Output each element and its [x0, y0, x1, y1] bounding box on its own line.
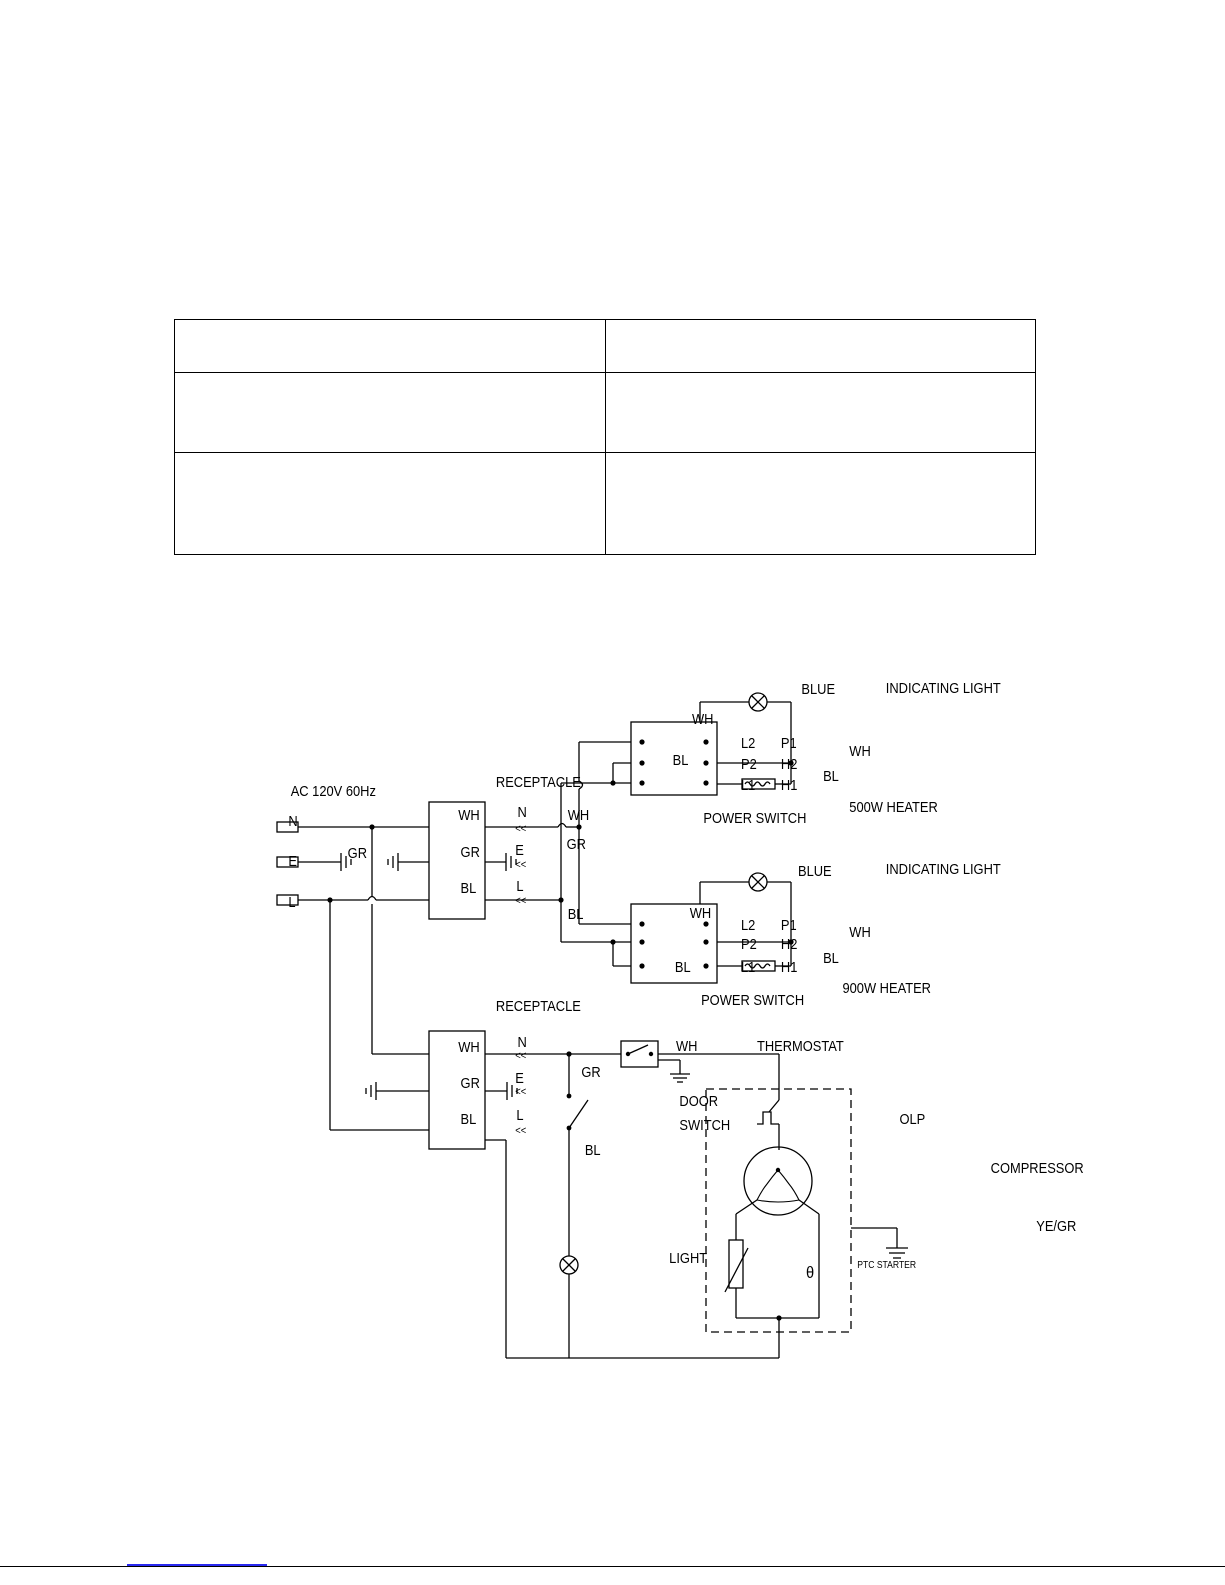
receptacle-lower-label: RECEPTACLE	[496, 997, 581, 1014]
ye-gr-label: YE/GR	[1036, 1217, 1076, 1234]
svg-text:GR: GR	[461, 1074, 480, 1091]
svg-text:BL: BL	[823, 949, 839, 966]
motor-icon	[735, 1146, 820, 1319]
svg-text:WH: WH	[849, 923, 870, 940]
svg-text:BL: BL	[823, 767, 839, 784]
svg-text:BLUE: BLUE	[798, 862, 832, 879]
main-wires	[298, 826, 429, 1131]
footer-rule	[0, 1566, 1225, 1567]
power-switch-upper: L2 P2 L1 P1 H2 H1	[630, 721, 798, 796]
svg-text:L: L	[516, 1106, 523, 1123]
control-wires	[485, 1053, 780, 1359]
power-switch-lower-label: POWER SWITCH	[701, 991, 804, 1008]
svg-text:GR: GR	[581, 1063, 600, 1080]
compressor-label: COMPRESSOR	[991, 1159, 1084, 1176]
svg-text:N: N	[518, 1033, 527, 1050]
ground-icon	[365, 1082, 429, 1100]
terminal-e-label: E	[288, 852, 297, 869]
svg-text:WH: WH	[849, 742, 870, 759]
svg-text:<<: <<	[515, 1050, 526, 1062]
light-bulb-icon	[559, 1255, 579, 1275]
svg-text:N: N	[518, 803, 527, 820]
svg-text:BL: BL	[461, 879, 477, 896]
indicating-light-upper-icon	[699, 692, 792, 785]
svg-text:<<: <<	[515, 859, 526, 871]
table-row	[174, 452, 1036, 555]
svg-text:BL: BL	[675, 958, 691, 975]
svg-text:<<: <<	[515, 1125, 526, 1137]
terminal-l-label: L	[288, 893, 295, 910]
ptc-starter-label: PTC STARTER	[857, 1259, 916, 1270]
olp-label: OLP	[899, 1110, 925, 1127]
receptacle-lower: N E L << << <<	[428, 1030, 527, 1150]
table-cell	[605, 452, 1036, 555]
table-cell	[174, 319, 606, 373]
indicating-light-upper-label: INDICATING LIGHT	[886, 679, 1001, 696]
svg-text:WH: WH	[690, 904, 711, 921]
footer-link-underline	[127, 1564, 267, 1566]
heater-upper-label: 500W HEATER	[849, 798, 938, 815]
svg-text:BLUE: BLUE	[801, 680, 835, 697]
svg-text:BL: BL	[585, 1141, 601, 1158]
svg-text:GR: GR	[567, 835, 586, 852]
theta-symbol: θ	[806, 1264, 814, 1282]
svg-text:BL: BL	[673, 751, 689, 768]
thermostat-label: THERMOSTAT	[757, 1037, 844, 1054]
svg-text:WH: WH	[692, 710, 713, 727]
svg-text:WH: WH	[458, 1038, 479, 1055]
svg-text:<<: <<	[515, 895, 526, 907]
ground-icon	[851, 1227, 908, 1259]
svg-text:E: E	[515, 1069, 524, 1086]
wire-label-gr: GR	[348, 844, 367, 861]
olp-icon	[757, 1099, 780, 1150]
compressor-outline	[705, 1088, 852, 1333]
ground-icon	[485, 1082, 518, 1100]
heater-500w-icon	[741, 778, 776, 790]
power-supply-label: AC 120V 60Hz	[291, 782, 376, 799]
svg-text:L2: L2	[741, 916, 756, 933]
ground-icon	[485, 853, 517, 871]
door-switch-icon	[566, 1093, 589, 1131]
receptacle-upper-output-wires	[485, 822, 579, 901]
power-switch-upper-label: POWER SWITCH	[703, 809, 806, 826]
heater-lower-label: 900W HEATER	[842, 979, 931, 996]
svg-text:GR: GR	[461, 843, 480, 860]
svg-text:WH: WH	[458, 806, 479, 823]
indicating-light-lower-label: INDICATING LIGHT	[886, 860, 1001, 877]
door-switch-label: SWITCH	[679, 1116, 730, 1133]
svg-text:L2: L2	[741, 734, 756, 751]
switch-bus-wires	[560, 741, 631, 967]
svg-text:P1: P1	[781, 916, 797, 933]
svg-text:E: E	[515, 841, 524, 858]
svg-text:WH: WH	[676, 1037, 697, 1054]
terminal-n-label: N	[288, 812, 297, 829]
thermostat-icon	[620, 1040, 690, 1083]
svg-text:BL: BL	[461, 1110, 477, 1127]
svg-text:P1: P1	[781, 734, 797, 751]
table-cell	[174, 372, 606, 453]
svg-text:<<: <<	[515, 1086, 526, 1098]
ground-icon	[298, 853, 352, 871]
light-label: LIGHT	[669, 1249, 707, 1266]
heater-900w-icon	[741, 960, 776, 972]
receptacle-upper: N E L << << <<	[428, 801, 527, 920]
svg-text:L: L	[516, 877, 523, 894]
door-switch-label: DOOR	[679, 1092, 718, 1109]
receptacle-upper-label: RECEPTACLE	[496, 773, 581, 790]
svg-text:P2: P2	[741, 935, 757, 952]
ground-icon	[387, 853, 429, 871]
spec-table	[174, 319, 1036, 555]
svg-text:<<: <<	[515, 823, 526, 835]
ptc-starter-icon	[724, 1239, 749, 1293]
table-cell	[174, 452, 606, 555]
svg-text:BL: BL	[568, 905, 584, 922]
indicating-light-lower-icon	[699, 872, 792, 967]
